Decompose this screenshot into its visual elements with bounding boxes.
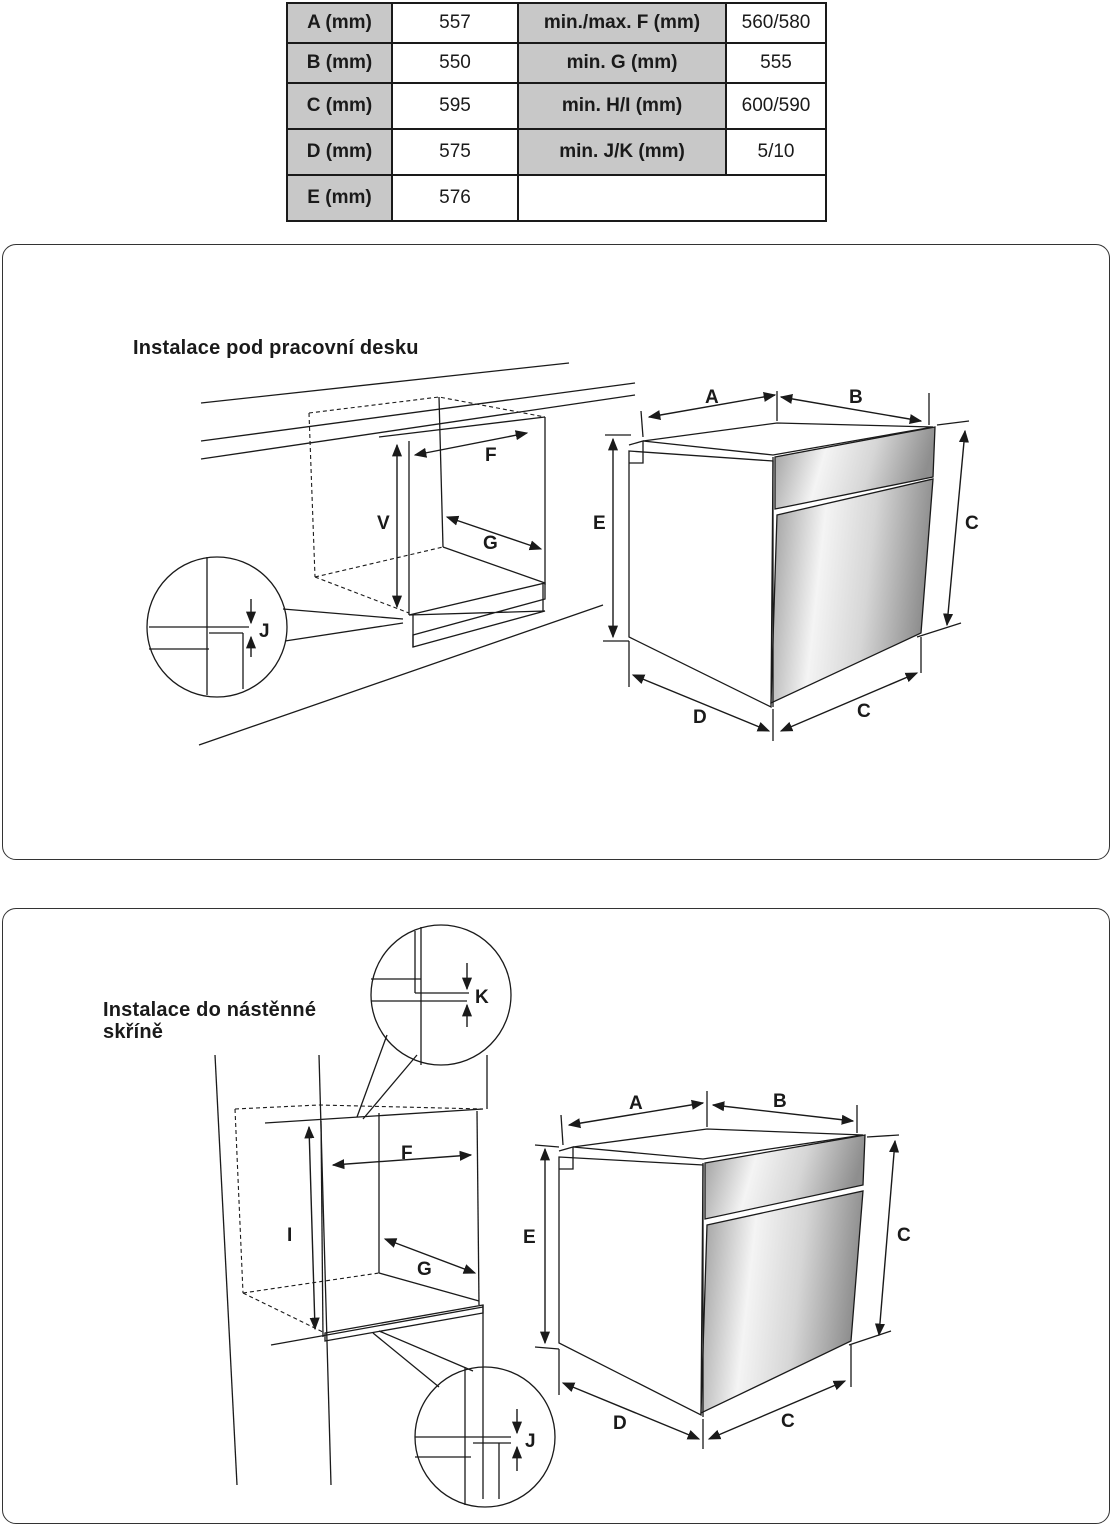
dimension-label-c: C bbox=[897, 1225, 911, 1246]
table-row: A (mm) 557 min./max. F (mm) 560/580 bbox=[286, 2, 827, 44]
table-cell: 5/10 bbox=[725, 128, 827, 176]
table-cell: 600/590 bbox=[725, 82, 827, 130]
table-cell: B (mm) bbox=[286, 42, 393, 84]
dimension-label-c: C bbox=[965, 513, 979, 534]
dimension-label-b: B bbox=[849, 387, 863, 408]
dimension-label-j: J bbox=[259, 621, 270, 642]
table-cell: min. J/K (mm) bbox=[517, 128, 727, 176]
panel-title: Instalace do nástěnné skříně bbox=[103, 999, 317, 1043]
niche-outline bbox=[308, 396, 546, 614]
table-row: D (mm) 575 min. J/K (mm) 5/10 bbox=[286, 128, 827, 176]
table-cell: 550 bbox=[391, 42, 519, 84]
oven-illustration bbox=[628, 422, 936, 709]
table-cell: 560/580 bbox=[725, 2, 827, 44]
dimension-label-b: B bbox=[773, 1091, 787, 1112]
table-cell: C (mm) bbox=[286, 82, 393, 130]
wall-cabinet-panel: Instalace do nástěnné skříně bbox=[2, 908, 1110, 1524]
detail-magnifier-j: J bbox=[372, 1330, 556, 1508]
dimension-table: A (mm) 557 min./max. F (mm) 560/580 B (m… bbox=[286, 2, 827, 222]
table-cell: 575 bbox=[391, 128, 519, 176]
table-cell: min. G (mm) bbox=[517, 42, 727, 84]
under-worktop-diagram: V F G J bbox=[146, 362, 979, 746]
wall-cabinet-diagram: I F G K bbox=[214, 924, 911, 1508]
oven-dimensions bbox=[603, 391, 970, 741]
detail-magnifier-j: J bbox=[146, 556, 404, 698]
dimension-label-d: D bbox=[693, 707, 707, 728]
dimension-label-c-bottom: C bbox=[781, 1411, 795, 1432]
dimension-label-v: V bbox=[377, 513, 390, 534]
dimension-label-g: G bbox=[417, 1259, 432, 1280]
dimension-label-f: F bbox=[401, 1143, 413, 1164]
dimension-label-j: J bbox=[525, 1431, 536, 1452]
dimension-label-g: G bbox=[483, 533, 498, 554]
table-row: E (mm) 576 bbox=[286, 174, 827, 222]
worktop-lines bbox=[198, 362, 636, 746]
dimension-label-i: I bbox=[287, 1225, 292, 1246]
niche-walls bbox=[320, 1110, 484, 1342]
dimension-label-k: K bbox=[475, 987, 489, 1008]
oven-illustration bbox=[558, 1128, 866, 1417]
table-cell: 557 bbox=[391, 2, 519, 44]
dimension-label-e: E bbox=[593, 513, 606, 534]
niche-outline bbox=[234, 1104, 484, 1334]
dimension-label-e: E bbox=[523, 1227, 536, 1248]
table-cell: A (mm) bbox=[286, 2, 393, 44]
table-cell: min. H/I (mm) bbox=[517, 82, 727, 130]
under-worktop-panel: Instalace pod pracovní desku bbox=[2, 244, 1110, 860]
table-cell: 555 bbox=[725, 42, 827, 84]
dimension-label-f: F bbox=[485, 445, 497, 466]
table-cell: D (mm) bbox=[286, 128, 393, 176]
tall-cabinet bbox=[214, 1054, 488, 1499]
table-cell: E (mm) bbox=[286, 174, 393, 222]
niche-walls bbox=[378, 396, 546, 648]
table-row: C (mm) 595 min. H/I (mm) 600/590 bbox=[286, 82, 827, 130]
table-cell: 595 bbox=[391, 82, 519, 130]
dimension-label-c-bottom: C bbox=[857, 701, 871, 722]
dimension-label-a: A bbox=[629, 1093, 643, 1114]
table-cell: 576 bbox=[391, 174, 519, 222]
table-cell-empty bbox=[517, 174, 827, 222]
table-row: B (mm) 550 min. G (mm) 555 bbox=[286, 42, 827, 84]
table-cell: min./max. F (mm) bbox=[517, 2, 727, 44]
panel-title: Instalace pod pracovní desku bbox=[133, 337, 419, 359]
detail-magnifier-k: K bbox=[356, 924, 512, 1120]
oven-dimensions bbox=[534, 1091, 900, 1449]
dimension-label-a: A bbox=[705, 387, 719, 408]
dimension-label-d: D bbox=[613, 1413, 627, 1434]
